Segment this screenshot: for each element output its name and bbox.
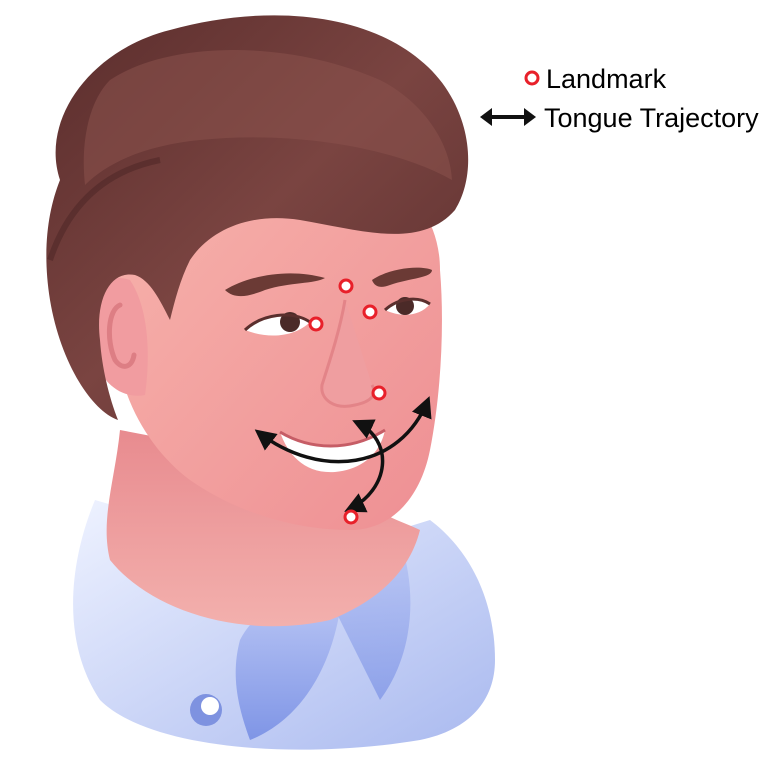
- landmark-forehead: [340, 280, 352, 292]
- landmark-circle-icon: [526, 72, 538, 84]
- double-arrow-icon: [480, 108, 536, 126]
- legend-trajectory-label: Tongue Trajectory: [544, 103, 759, 133]
- legend-landmark-label: Landmark: [546, 64, 667, 94]
- landmark-eye-left: [310, 318, 322, 330]
- landmark-chin: [345, 511, 357, 523]
- landmark-nose: [373, 387, 385, 399]
- legend: Landmark Tongue Trajectory: [480, 64, 759, 133]
- landmark-eye-right: [364, 306, 376, 318]
